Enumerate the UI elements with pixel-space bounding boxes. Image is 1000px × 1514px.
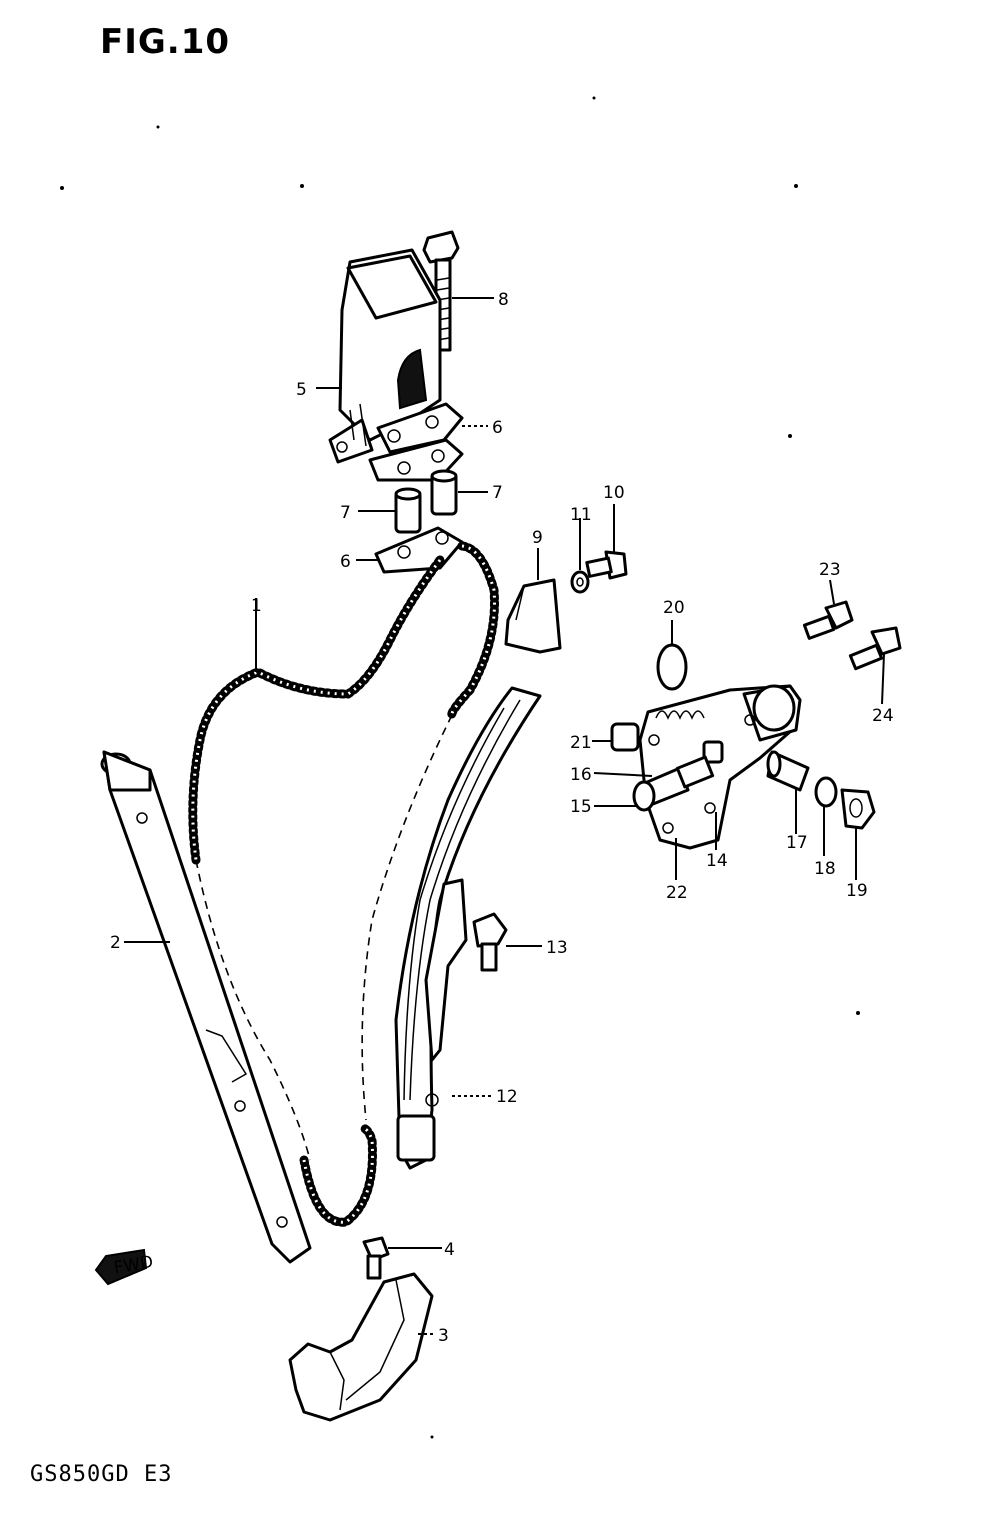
callout-18: 18 — [814, 859, 836, 879]
callout-2: 2 — [110, 933, 121, 953]
callout-20: 20 — [663, 598, 685, 618]
cap-nut-part-19 — [840, 788, 876, 830]
callout-19: 19 — [846, 881, 868, 901]
callout-3: 3 — [438, 1326, 449, 1346]
callout-22: 22 — [666, 883, 688, 903]
lower-chain-guide-part-3 — [288, 1272, 434, 1422]
callout-6-upper: 6 — [492, 418, 503, 438]
callout-7-right: 7 — [492, 483, 503, 503]
callout-11: 11 — [570, 505, 592, 525]
callout-8: 8 — [498, 290, 509, 310]
callout-5: 5 — [296, 380, 307, 400]
tensioner-assembly-part-14 — [638, 684, 802, 850]
callout-4: 4 — [444, 1240, 455, 1260]
model-code: GS850GD E3 — [30, 1462, 173, 1487]
pin-part-17 — [766, 750, 810, 792]
callout-23: 23 — [819, 560, 841, 580]
washer-part-11 — [570, 570, 590, 594]
damper-part-9 — [504, 578, 562, 654]
spacers-part-7 — [394, 469, 458, 534]
callout-10: 10 — [603, 483, 625, 503]
spring-part-16 — [655, 710, 705, 720]
callout-14: 14 — [706, 851, 728, 871]
callout-7-left: 7 — [340, 503, 351, 523]
callout-1: 1 — [251, 596, 262, 616]
o-ring-part-20 — [656, 643, 688, 691]
pushrod-part-15 — [632, 755, 715, 812]
callout-15: 15 — [570, 797, 592, 817]
front-chain-guide-part-2 — [100, 750, 312, 1264]
callout-12: 12 — [496, 1087, 518, 1107]
bolt-part-4 — [362, 1236, 390, 1280]
callout-13: 13 — [546, 938, 568, 958]
bolt-part-23 — [802, 600, 854, 640]
bolt-part-10 — [585, 550, 628, 580]
callout-9: 9 — [532, 528, 543, 548]
callout-16: 16 — [570, 765, 592, 785]
callout-21: 21 — [570, 733, 592, 753]
callout-labels: 8 5 6 7 7 6 9 11 10 1 2 13 12 4 3 20 23 … — [110, 290, 894, 1346]
bolt-part-13 — [472, 912, 508, 972]
bolt-part-24 — [848, 626, 902, 671]
tensioner-blade-part-12 — [394, 686, 542, 1170]
callout-17: 17 — [786, 833, 808, 853]
plate-lower-part-6 — [374, 526, 464, 574]
cam-chain-part-1 — [188, 541, 499, 1227]
fwd-arrow-icon: FWD — [94, 1248, 155, 1286]
plate-upper-part-6 — [368, 402, 464, 482]
upper-chain-guide-part-5 — [328, 248, 442, 464]
washer-part-18 — [814, 776, 838, 808]
scan-specks — [60, 96, 860, 1439]
leader-lines — [124, 297, 885, 1335]
callout-6-lower: 6 — [340, 552, 351, 572]
callout-24: 24 — [872, 706, 894, 726]
nut-part-21 — [610, 722, 640, 752]
figure-title: FIG.10 — [100, 22, 231, 62]
